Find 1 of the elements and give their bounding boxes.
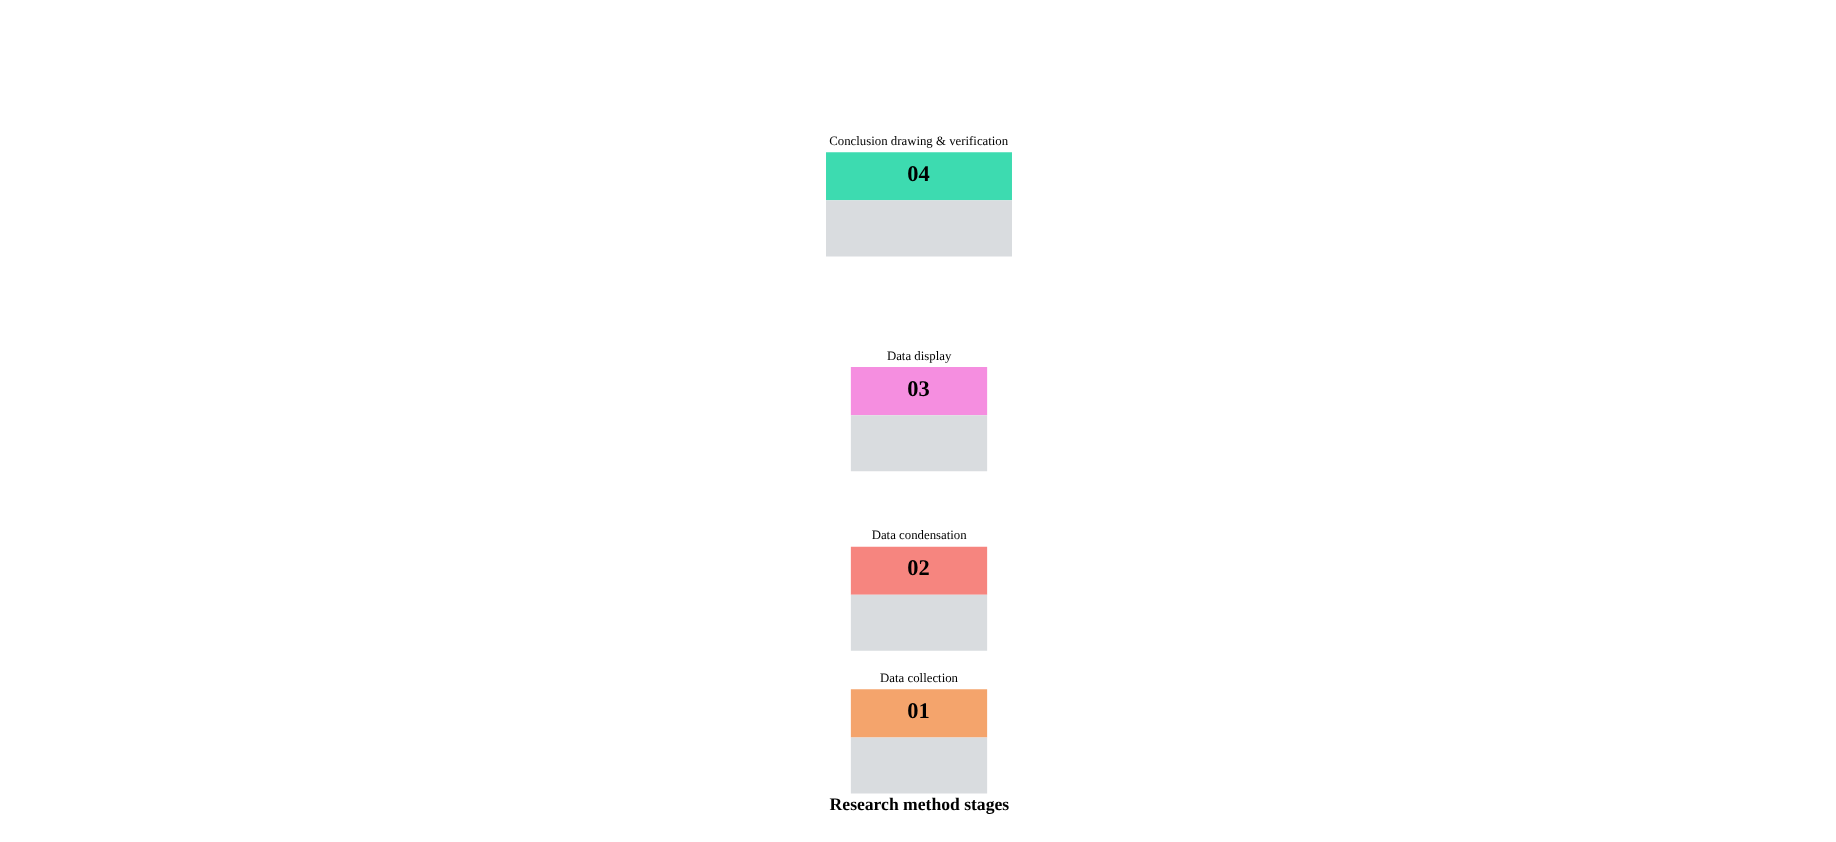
diagram-title: Research method stages bbox=[828, 794, 1009, 815]
